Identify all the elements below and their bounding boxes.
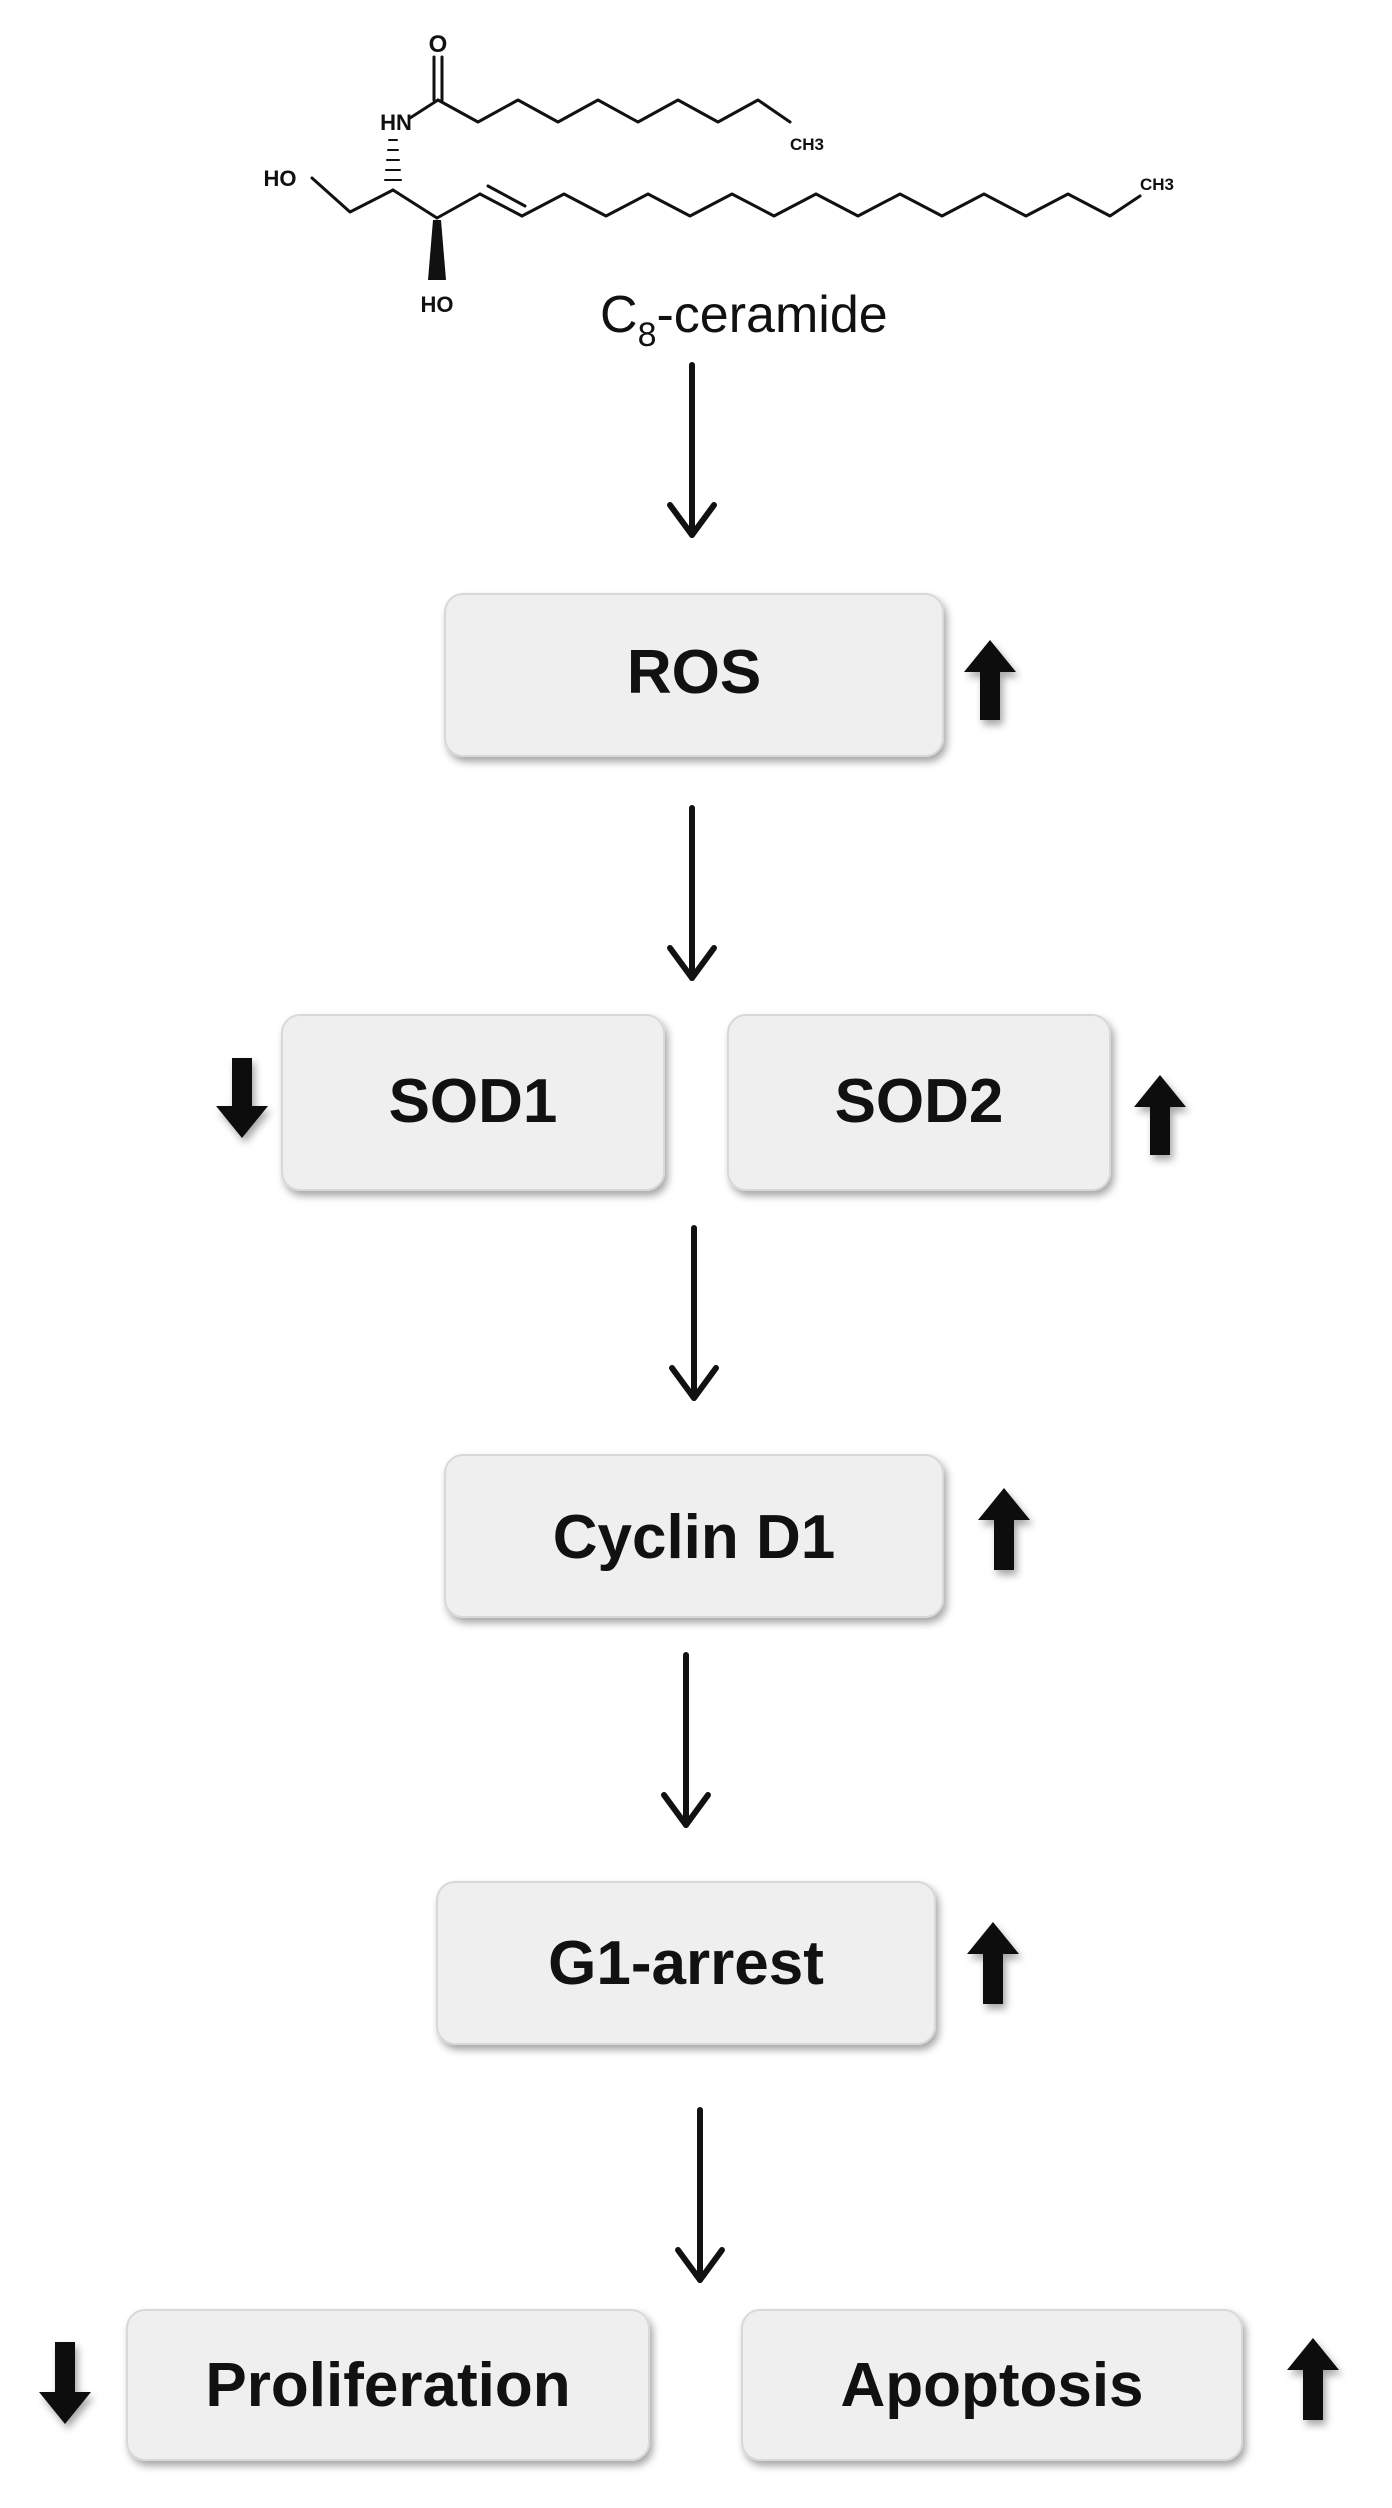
flow-arrow-ceramide-ros (667, 362, 717, 538)
ros-label: ROS (627, 638, 761, 707)
apoptosis-label: Apoptosis (840, 2351, 1143, 2420)
proliferation-box (126, 2309, 650, 2461)
flow-arrow-ros-sod (667, 805, 717, 981)
flow-arrow-g1-outcomes (675, 2107, 725, 2283)
g1-up-arrow-icon (967, 1922, 1019, 2004)
cyclin-label: Cyclin D1 (553, 1503, 836, 1572)
hn-label: HN (380, 110, 412, 135)
cyclin-up-arrow-icon (978, 1488, 1030, 1570)
sod1-box (281, 1014, 665, 1191)
g1-label: G1-arrest (548, 1929, 824, 1998)
proliferation-label: Proliferation (205, 2351, 570, 2420)
apoptosis-box (741, 2309, 1243, 2461)
flow-arrow-sod-cyclin (669, 1225, 719, 1401)
proliferation-down-arrow-icon (39, 2342, 91, 2424)
wedge-bond (428, 220, 446, 280)
sod1-down-arrow-icon (216, 1058, 268, 1138)
apoptosis-up-arrow-icon (1287, 2338, 1339, 2420)
sod2-up-arrow-icon (1134, 1075, 1186, 1155)
ceramide-caption: C8-ceramide (600, 286, 888, 354)
ch3-chain-label: CH3 (790, 135, 824, 154)
ho-bottom-label: HO (421, 292, 454, 317)
ros-box (444, 593, 944, 757)
ros-up-arrow-icon (964, 640, 1016, 720)
flow-arrow-cyclin-g1 (661, 1652, 711, 1828)
ch3-tail-label: CH3 (1140, 175, 1174, 194)
ho-left-label: HO (264, 166, 297, 191)
sod1-label: SOD1 (389, 1067, 558, 1136)
sod2-label: SOD2 (835, 1067, 1004, 1136)
sod2-box (727, 1014, 1111, 1191)
ceramide-structure (310, 55, 1142, 220)
cyclin-box (444, 1454, 944, 1618)
hashed-bond (384, 139, 402, 181)
oxygen-label: O (429, 31, 448, 58)
g1-box (436, 1881, 936, 2045)
